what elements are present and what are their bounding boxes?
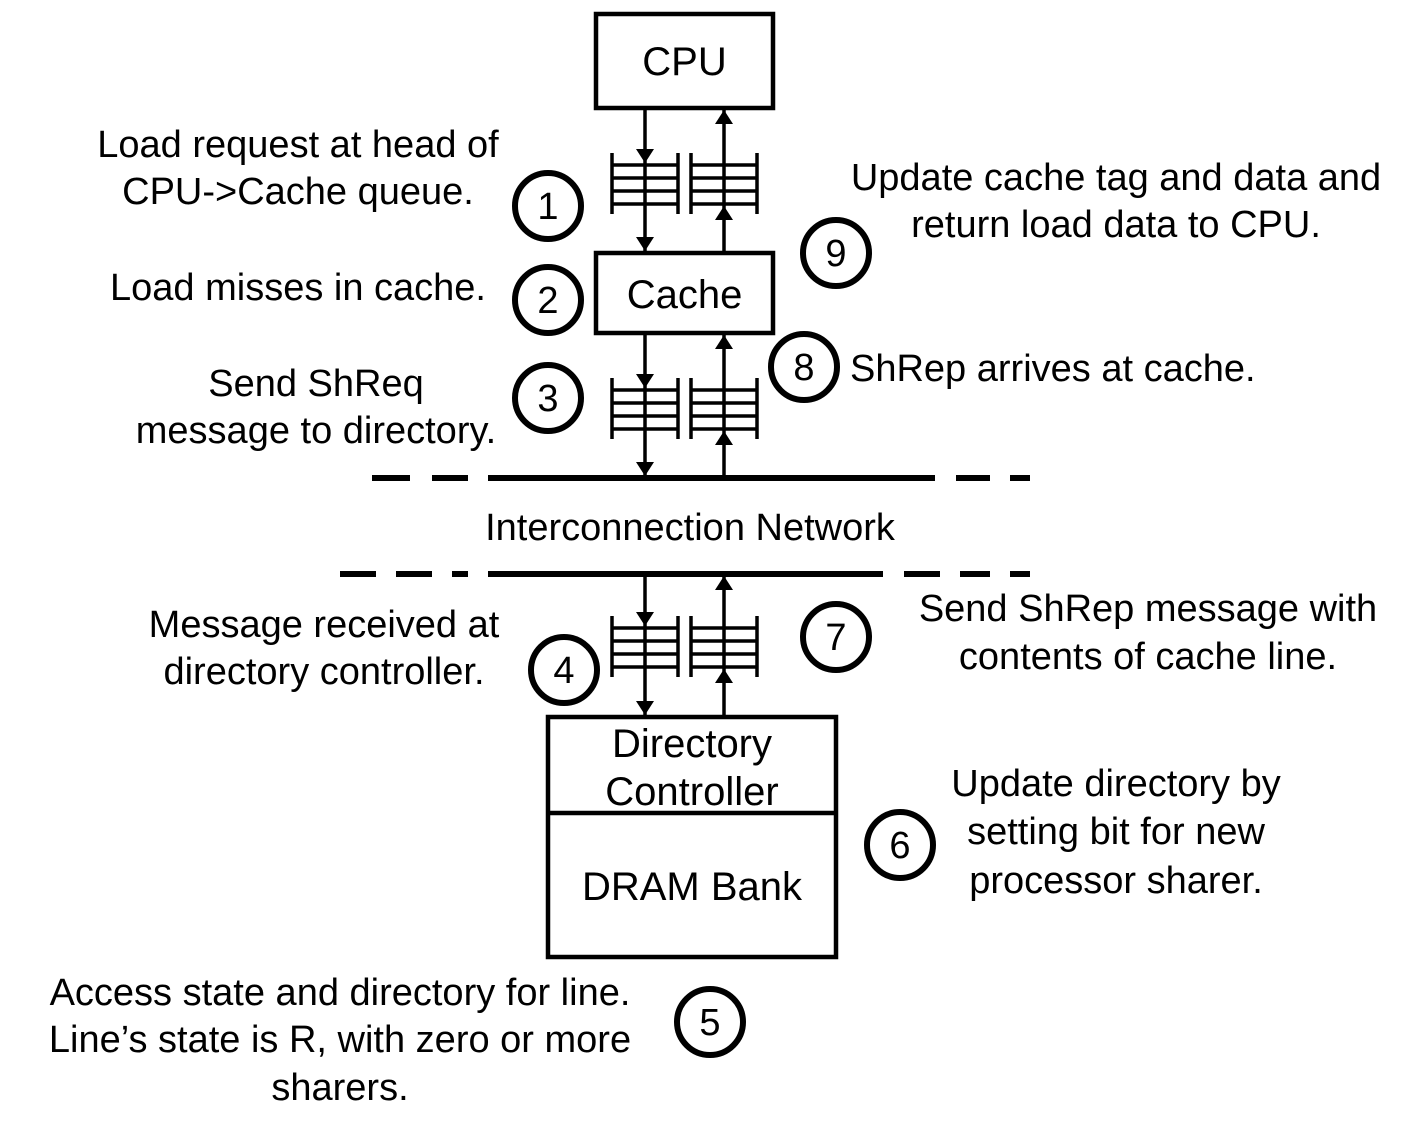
message-queues: [610, 108, 759, 717]
step-7-circle: [800, 601, 872, 673]
step-5-note-line: sharers.: [271, 1067, 408, 1109]
step-3-note-line: Send ShReq: [208, 363, 424, 405]
queue-cache-to-cpu: [689, 110, 759, 253]
directory-controller-label-line2: Controller: [605, 770, 778, 814]
step-6-note-line: Update directory by: [951, 763, 1281, 805]
step-8-note-line: ShRep arrives at cache.: [850, 348, 1256, 390]
queue-network-to-directory: [610, 574, 680, 715]
queue-cache-to-network-arrow-out: [636, 462, 654, 476]
queue-network-to-directory-arrow-out: [636, 701, 654, 715]
step-5-circle: [674, 986, 746, 1058]
step-5-number: 5: [699, 1002, 720, 1044]
step-9-note-line: Update cache tag and data and: [851, 157, 1381, 199]
dram-bank-label: DRAM Bank: [582, 865, 803, 909]
step-6-note-line: processor sharer.: [969, 860, 1263, 902]
cpu-box: [593, 11, 776, 111]
step-4-note-line: Message received at: [149, 604, 500, 646]
directory-controller-label-line1: Directory: [612, 722, 772, 766]
step-4-note-line: directory controller.: [163, 651, 484, 693]
step-6-circle: [864, 809, 936, 881]
step-2-note-line: Load misses in cache.: [110, 267, 486, 309]
step-3-number: 3: [537, 378, 558, 420]
step-markers: 1 2 3 4 5 6 7 8 9: [512, 170, 936, 1058]
step-7-note-line: contents of cache line.: [959, 636, 1337, 678]
step-8-circle: [768, 331, 840, 403]
queue-cache-to-cpu-arrow-in: [715, 206, 733, 220]
queue-network-to-directory-arrow-in: [636, 612, 654, 626]
queue-cpu-to-cache: [610, 108, 680, 251]
directory-dram-box: [545, 714, 839, 960]
step-6-note-line: setting bit for new: [967, 811, 1265, 853]
queue-directory-to-network: [689, 576, 759, 717]
step-1-note-line: CPU->Cache queue.: [122, 171, 474, 213]
queue-network-to-cache: [689, 335, 759, 478]
step-5-note-line: Line’s state is R, with zero or more: [49, 1019, 631, 1061]
step-9-note-line: return load data to CPU.: [911, 204, 1321, 246]
step-2-number: 2: [537, 280, 558, 322]
cpu-label: CPU: [642, 40, 726, 84]
queue-directory-to-network-arrow-in: [715, 669, 733, 683]
network-label: Interconnection Network: [485, 507, 896, 549]
step-4-circle: [528, 634, 600, 706]
step-7-number: 7: [825, 617, 846, 659]
cache-label: Cache: [627, 273, 743, 317]
step-9-circle: [800, 217, 872, 289]
queue-directory-to-network-arrow-out: [715, 576, 733, 590]
queue-network-to-cache-arrow-in: [715, 431, 733, 445]
queue-cache-to-network: [610, 333, 680, 476]
step-3-note-line: message to directory.: [136, 410, 496, 452]
step-1-circle: [512, 170, 584, 242]
step-8-number: 8: [793, 347, 814, 389]
cache-box: [593, 250, 776, 336]
step-7-note-line: Send ShRep message with: [919, 588, 1377, 630]
step-1-number: 1: [537, 186, 558, 228]
queue-cpu-to-cache-arrow-out: [636, 237, 654, 251]
step-notes: Load request at head of CPU->Cache queue.…: [49, 124, 1381, 1109]
step-6-number: 6: [889, 825, 910, 867]
queue-cache-to-cpu-arrow-out: [715, 110, 733, 124]
step-5-note-line: Access state and directory for line.: [50, 972, 631, 1014]
step-1-note-line: Load request at head of: [97, 124, 499, 166]
queue-cache-to-network-arrow-in: [636, 374, 654, 388]
queue-cpu-to-cache-arrow-in: [636, 149, 654, 163]
queue-network-to-cache-arrow-out: [715, 335, 733, 349]
step-2-circle: [512, 264, 584, 336]
step-4-number: 4: [553, 650, 574, 692]
step-3-circle: [512, 362, 584, 434]
step-9-number: 9: [825, 233, 846, 275]
